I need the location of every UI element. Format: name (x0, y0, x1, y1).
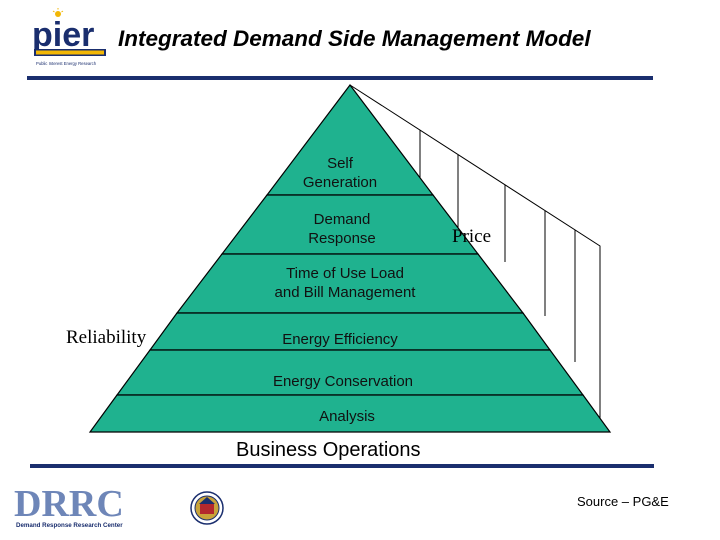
drrc-logo: DRRC Demand Response Research Center (14, 483, 224, 529)
drrc-logo-subtitle: Demand Response Research Center (16, 522, 123, 529)
level-label-analysis: Analysis (319, 408, 375, 425)
top-divider (27, 76, 653, 80)
seal-icon (190, 491, 224, 525)
level-label-energy-efficiency: Energy Efficiency (282, 331, 398, 348)
business-operations-label: Business Operations (236, 439, 421, 461)
source-note: Source – PG&E (577, 494, 669, 509)
level-text: Self (327, 155, 353, 172)
level-text: Response (308, 230, 376, 247)
level-text: Time of Use Load (286, 265, 404, 282)
level-label-demand-response: Demand Response (290, 210, 394, 248)
drrc-logo-text: DRRC (14, 483, 124, 525)
level-label-self-generation: Self Generation (290, 154, 390, 192)
pier-logo-text: pier (32, 16, 94, 54)
pier-logo: pier Public Interest Energy Research (32, 8, 106, 66)
pyramid-level-analysis (88, 394, 612, 433)
bottom-divider (30, 464, 654, 468)
level-label-energy-conservation: Energy Conservation (272, 373, 414, 390)
price-label: Price (452, 226, 492, 247)
level-label-time-of-use: Time of Use Load and Bill Management (245, 264, 445, 302)
level-text: Generation (302, 174, 378, 191)
level-text: Demand (313, 211, 371, 228)
pier-logo-tagline: Public Interest Energy Research (36, 61, 97, 66)
level-text: and Bill Management (274, 284, 416, 301)
slide-title: Integrated Demand Side Management Model (118, 26, 591, 51)
reliability-label: Reliability (66, 327, 147, 348)
